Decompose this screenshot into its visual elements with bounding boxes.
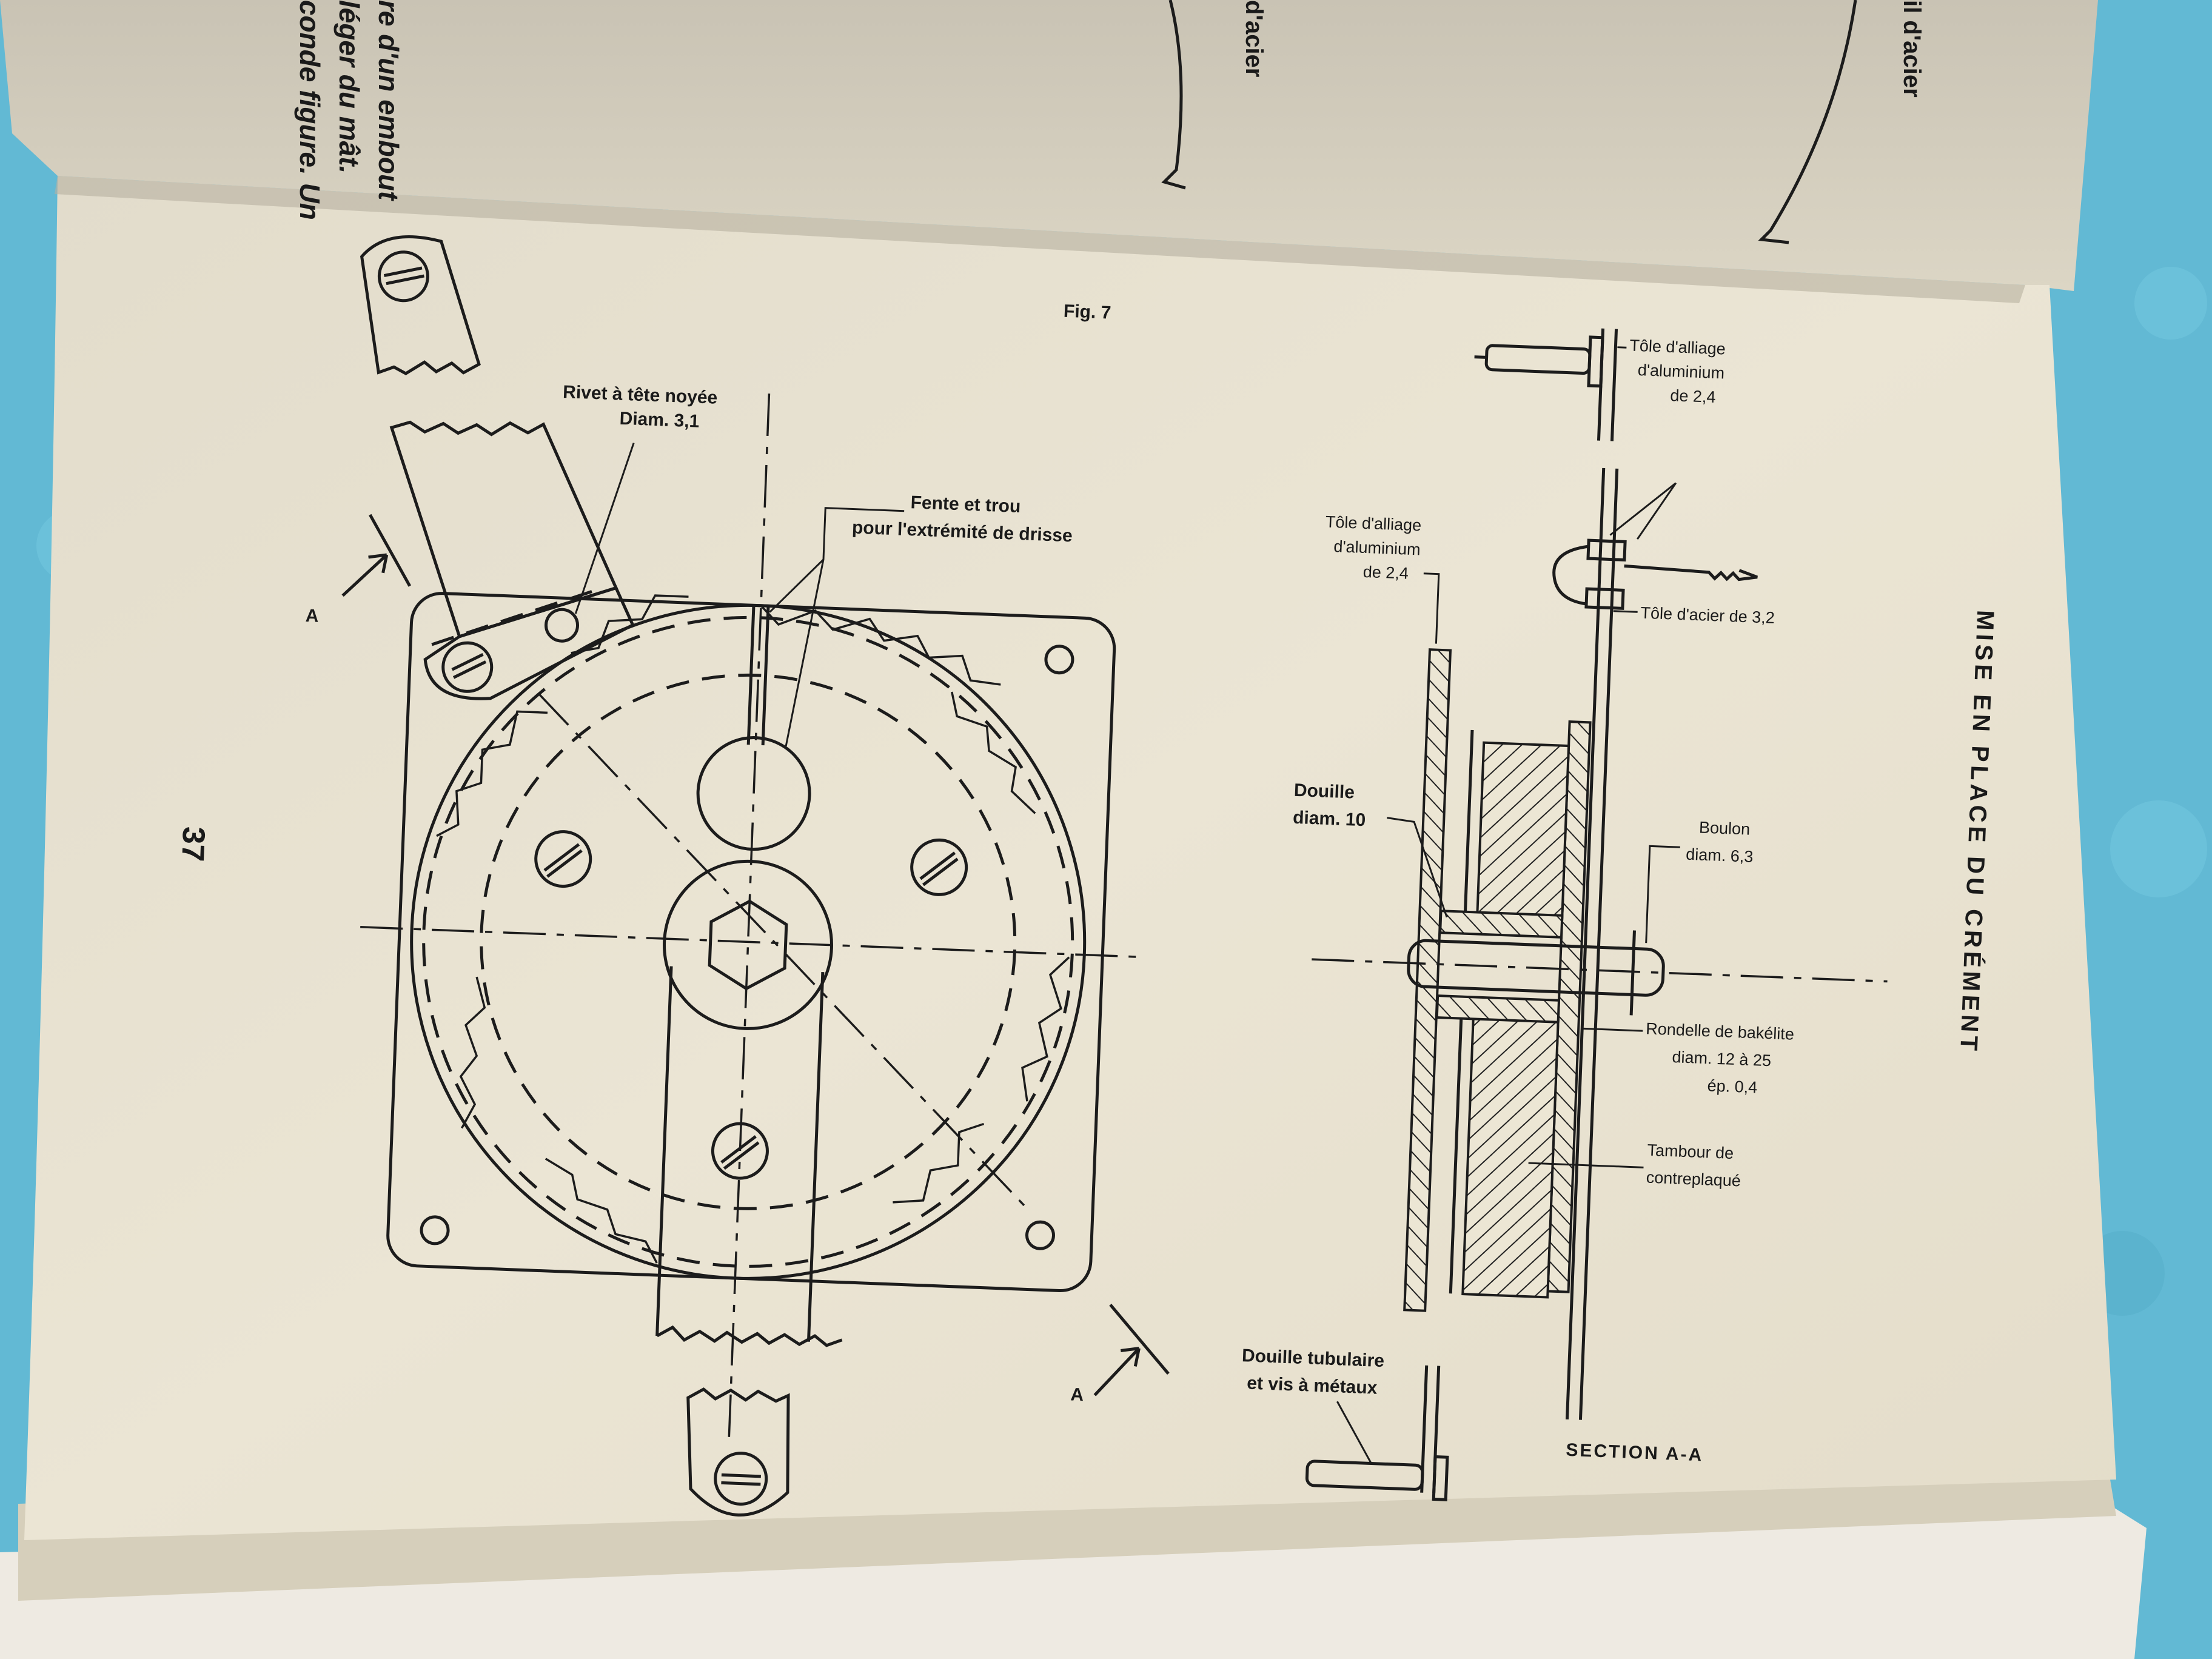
leader-boulon bbox=[1645, 845, 1680, 943]
corner-hole bbox=[1044, 645, 1074, 675]
previous-page-text: re d'un embout léger du mât. conde figur… bbox=[294, 0, 1925, 244]
hex-nut bbox=[708, 899, 788, 991]
leader-tambour bbox=[1528, 1162, 1644, 1168]
corner-hole bbox=[1025, 1220, 1055, 1250]
rivet-arm-foot bbox=[423, 586, 635, 700]
screw-slot bbox=[451, 653, 484, 671]
leader-tole-left bbox=[1423, 572, 1440, 644]
section-centerline bbox=[1312, 958, 1888, 983]
rivet-hole bbox=[545, 608, 580, 643]
figure-7-front-view: Fig. 7 bbox=[305, 235, 1170, 1517]
drum-wall bbox=[1449, 1014, 1463, 1294]
label-rivet-2: Diam. 3,1 bbox=[619, 409, 700, 432]
label-boulon-2: diam. 6,3 bbox=[1686, 845, 1754, 866]
slot-line bbox=[761, 606, 770, 746]
plywood-drum-top bbox=[1475, 741, 1570, 923]
section-mark-top: A bbox=[305, 606, 319, 626]
label-rondelle-3: ép. 0,4 bbox=[1707, 1076, 1758, 1096]
prev-wire-drawing-1 bbox=[1161, 0, 1186, 190]
leader-douille bbox=[1387, 817, 1448, 918]
screw-right bbox=[910, 838, 968, 896]
label-douille-1: Douille bbox=[1293, 780, 1355, 803]
prev-line-2: léger du mât. bbox=[333, 0, 365, 173]
label-tole-left-1: Tôle d'alliage bbox=[1325, 512, 1421, 534]
label-tambour-1: Tambour de bbox=[1647, 1141, 1734, 1162]
label-rondelle-2: diam. 12 à 25 bbox=[1672, 1048, 1772, 1070]
corner-hole bbox=[420, 1215, 450, 1245]
bushing-top bbox=[1439, 910, 1564, 939]
aluminium-plate-left bbox=[1403, 648, 1452, 1312]
section-mark-bottom: A bbox=[1070, 1384, 1084, 1405]
ratchet-teeth bbox=[436, 594, 1070, 1264]
section-mark-line-top bbox=[369, 514, 411, 587]
book-cover bbox=[0, 1498, 2147, 1659]
main-page bbox=[24, 176, 2116, 1540]
bottom-arm bbox=[655, 966, 843, 1347]
screw-left bbox=[534, 830, 592, 888]
bottom-bolt-detail bbox=[1305, 1365, 1449, 1501]
rivet-arm-pivot bbox=[441, 641, 494, 693]
leader-fente bbox=[769, 507, 905, 746]
side-plate-right bbox=[1565, 468, 1619, 1420]
leader-douille-tub bbox=[1336, 1401, 1372, 1464]
bottom-lug bbox=[686, 1387, 790, 1517]
prev-line-3: conde figure. Un bbox=[294, 0, 326, 220]
slot-line bbox=[746, 605, 756, 745]
label-douille-2: diam. 10 bbox=[1293, 808, 1366, 831]
hub-circle bbox=[663, 859, 834, 1030]
label-tole-left-3: de 2,4 bbox=[1362, 563, 1409, 583]
page-number: 37 bbox=[175, 826, 211, 862]
label-boulon-1: Boulon bbox=[1699, 818, 1751, 838]
previous-page bbox=[0, 0, 2098, 291]
prev-label-acier-1: d'acier bbox=[1241, 0, 1267, 77]
top-lug bbox=[360, 235, 481, 375]
section-mark-line-bottom bbox=[1109, 1304, 1170, 1375]
label-tole-top-1: Tôle d'alliage bbox=[1629, 336, 1726, 358]
vertical-centerline bbox=[727, 393, 771, 1448]
section-arrow-top bbox=[341, 553, 389, 597]
prev-wire-drawing-2 bbox=[1758, 0, 1857, 244]
label-tole-left-2: d'aluminium bbox=[1333, 537, 1421, 558]
label-fente-1: Fente et trou bbox=[910, 492, 1021, 517]
halyard-hole bbox=[696, 736, 811, 851]
top-bolt-detail bbox=[1474, 328, 1618, 441]
label-tole-top-3: de 2,4 bbox=[1670, 386, 1716, 406]
figure-title: Fig. 7 bbox=[1063, 301, 1111, 323]
screw-slot bbox=[452, 660, 487, 679]
prev-line-1: re d'un embout bbox=[373, 0, 404, 201]
drum-wall bbox=[1463, 729, 1474, 918]
page-content: 37 MISE EN PLACE DU CRÉMENT Fig. 7 bbox=[175, 235, 1999, 1517]
label-tambour-2: contreplaqué bbox=[1646, 1168, 1741, 1190]
bushing-bottom bbox=[1435, 994, 1561, 1024]
leader-rivet bbox=[574, 443, 635, 614]
prev-label-acier-2: il d'acier bbox=[1899, 0, 1925, 98]
leader-rondelle bbox=[1582, 1027, 1643, 1032]
screw-bottom-lug bbox=[714, 1452, 768, 1506]
screw-bottom bbox=[711, 1122, 769, 1180]
bolt-nut bbox=[1629, 930, 1636, 1016]
gutter-shadow bbox=[55, 176, 2025, 303]
horizontal-centerline bbox=[360, 926, 1136, 958]
section-a-a: Tôle d'alliage d'aluminium de 2,4 Tôle d… bbox=[1241, 328, 1888, 1501]
label-tole-top-2: d'aluminium bbox=[1637, 361, 1724, 382]
rivet-arm-dashed bbox=[431, 586, 605, 646]
upper-fixing bbox=[1552, 482, 1758, 610]
leader-tole-acier bbox=[1613, 610, 1638, 613]
screw-top-lug bbox=[377, 250, 429, 303]
leader-tole-top bbox=[1617, 346, 1627, 349]
plywood-drum-bottom bbox=[1461, 1014, 1560, 1299]
section-line bbox=[538, 693, 1030, 1212]
section-arrow-bottom bbox=[1093, 1347, 1141, 1396]
